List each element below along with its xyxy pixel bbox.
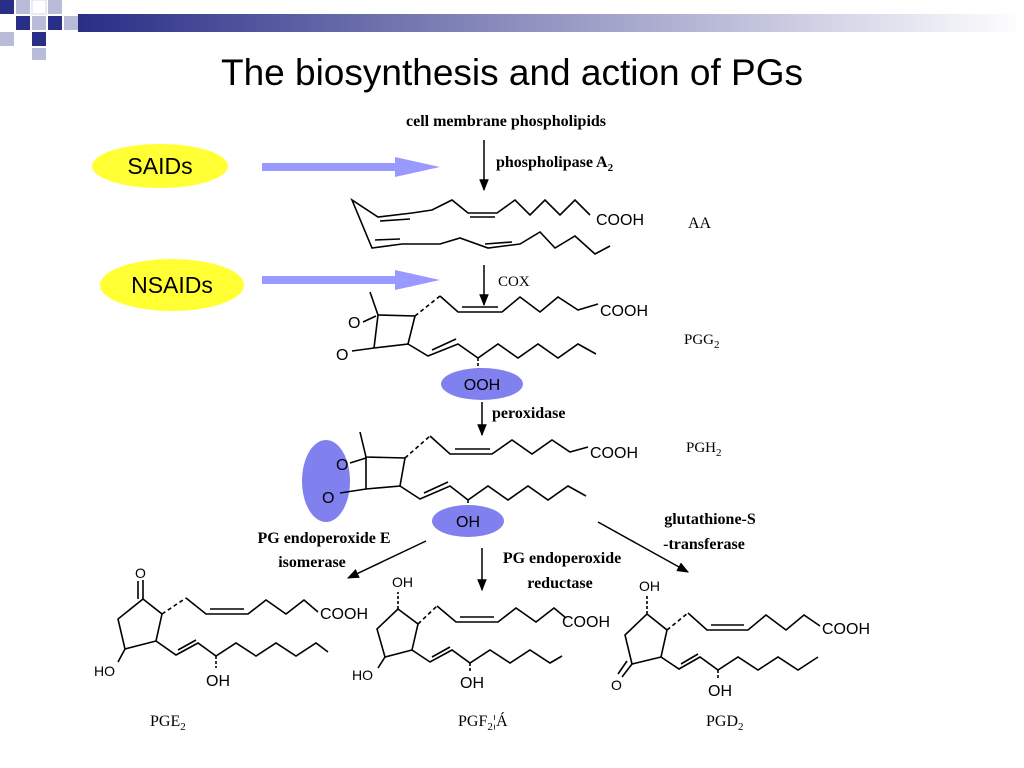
pgg2-label: PGG2 bbox=[684, 332, 720, 351]
saids-block-arrow bbox=[262, 157, 440, 177]
pgg2-o1: O bbox=[348, 315, 360, 332]
peroxidase-label: peroxidase bbox=[492, 405, 565, 422]
pge2-label: PGE2 bbox=[150, 713, 186, 733]
pgd-enzyme-line1: glutathione-S bbox=[664, 511, 756, 528]
pge-branch-arrow bbox=[346, 540, 427, 579]
pge2-cooh: COOH bbox=[320, 606, 368, 623]
pgd2-structure bbox=[617, 596, 821, 680]
pgg2-ooh: OOH bbox=[464, 377, 500, 394]
pgh2-structure bbox=[339, 431, 589, 512]
phospholipase-label: phospholipase A2 bbox=[496, 154, 614, 174]
pgf2-label: PGF2¦Á bbox=[458, 711, 508, 733]
pgd2-ketone-o: O bbox=[611, 677, 622, 693]
pgf2-top-oh: OH bbox=[392, 574, 413, 590]
pge2-oh: OH bbox=[206, 673, 230, 690]
nsaids-block-arrow bbox=[262, 270, 440, 290]
pge2-structure bbox=[117, 580, 329, 668]
pgf2-ho: HO bbox=[352, 667, 373, 683]
pgd2-cooh: COOH bbox=[822, 621, 870, 638]
pgh2-endoperoxide-highlight bbox=[302, 440, 350, 522]
pgd2-oh: OH bbox=[708, 683, 732, 700]
saids-label: SAIDs bbox=[127, 153, 192, 179]
nsaids-group: NSAIDs bbox=[100, 259, 440, 311]
pgf2-structure bbox=[376, 592, 567, 672]
pgf2-oh: OH bbox=[460, 675, 484, 692]
pgh2-cooh: COOH bbox=[590, 445, 638, 462]
pgf-enzyme-line1: PG endoperoxide bbox=[503, 550, 621, 567]
pgh2-o2: O bbox=[322, 490, 334, 507]
aa-cooh: COOH bbox=[596, 212, 644, 229]
nsaids-label: NSAIDs bbox=[131, 272, 213, 298]
pge2-ho: HO bbox=[94, 663, 115, 679]
pgf2-cooh: COOH bbox=[562, 614, 610, 631]
pgg2-o2: O bbox=[336, 347, 348, 364]
pgd2-top-oh: OH bbox=[639, 578, 660, 594]
pgh2-oh-highlight bbox=[432, 505, 504, 537]
pgd2-label: PGD2 bbox=[706, 713, 744, 733]
saids-group: SAIDs bbox=[92, 144, 440, 188]
aa-label: AA bbox=[688, 215, 712, 232]
pgf-enzyme-line2: reductase bbox=[527, 575, 592, 592]
pge-enzyme-line2: isomerase bbox=[278, 554, 346, 571]
saids-ellipse bbox=[92, 144, 228, 188]
pgg2-cooh: COOH bbox=[600, 303, 648, 320]
pge2-ketone-o: O bbox=[135, 565, 146, 581]
slide-title: The biosynthesis and action of PGs bbox=[220, 52, 804, 93]
pgh2-oh: OH bbox=[456, 514, 480, 531]
aa-structure bbox=[350, 197, 611, 255]
pgd-branch-arrow bbox=[597, 521, 690, 573]
membrane-label: cell membrane phospholipids bbox=[406, 113, 606, 130]
cox-label: COX bbox=[498, 274, 530, 290]
pgh2-label: PGH2 bbox=[686, 440, 722, 459]
header-decoration bbox=[0, 0, 1024, 60]
pgd-enzyme-line2: -transferase bbox=[663, 536, 745, 553]
nsaids-ellipse bbox=[100, 259, 244, 311]
pgg2-ooh-highlight bbox=[441, 368, 523, 400]
pge-enzyme-line1: PG endoperoxide E bbox=[257, 530, 390, 547]
pgg2-structure bbox=[351, 291, 599, 372]
pgh2-o1: O bbox=[336, 457, 348, 474]
